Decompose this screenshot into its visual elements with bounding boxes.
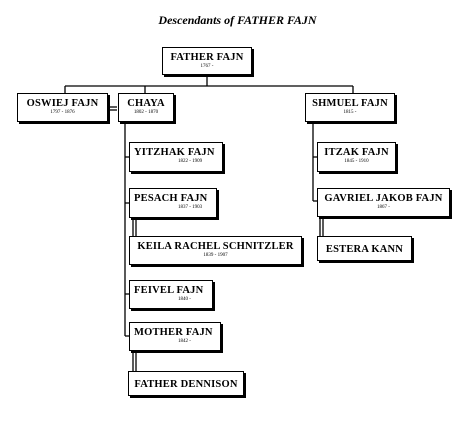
person-name: KEILA RACHEL SCHNITZLER (137, 241, 294, 252)
person-name: FATHER FAJN (170, 52, 244, 63)
person-name: FEIVEL FAJN (134, 285, 204, 296)
person-box-estera-kann[interactable]: ESTERA KANN (317, 236, 412, 261)
person-name: SHMUEL FAJN (312, 98, 388, 109)
person-box-feivel-fajn[interactable]: FEIVEL FAJN 1840 - (129, 280, 213, 309)
person-name: OSWIEJ FAJN (26, 98, 99, 109)
person-name: ITZAK FAJN (324, 147, 389, 158)
person-name: FATHER DENNISON (134, 379, 238, 390)
person-name: MOTHER FAJN (134, 327, 213, 338)
person-name: PESACH FAJN (134, 193, 208, 204)
person-name: CHAYA (127, 98, 165, 109)
person-dates: 1837 - 1903 (178, 205, 203, 210)
person-dates: 1822 - 1909 (178, 159, 203, 164)
person-box-oswiej-fajn[interactable]: OSWIEJ FAJN 1797 - 1876 (17, 93, 108, 122)
person-dates: 1767 - (200, 64, 214, 69)
person-name: ESTERA KANN (325, 244, 404, 255)
person-box-father-dennison[interactable]: FATHER DENNISON (128, 371, 244, 396)
person-dates: 1839 - 1907 (203, 253, 228, 258)
person-dates: 1867 - (377, 205, 390, 210)
person-box-keila-rachel-schnitzler[interactable]: KEILA RACHEL SCHNITZLER 1839 - 1907 (129, 236, 302, 265)
person-dates: 1815 - (343, 110, 357, 115)
person-box-gavriel-jakob-fajn[interactable]: GAVRIEL JAKOB FAJN 1867 - (317, 188, 450, 217)
person-box-pesach-fajn[interactable]: PESACH FAJN 1837 - 1903 (129, 188, 217, 218)
person-name: YITZHAK FAJN (134, 147, 215, 158)
person-box-mother-fajn[interactable]: MOTHER FAJN 1842 - (129, 322, 221, 351)
person-box-chaya[interactable]: CHAYA 1802 - 1870 (118, 93, 174, 122)
person-name: GAVRIEL JAKOB FAJN (324, 193, 443, 204)
person-dates: 1842 - (178, 339, 191, 344)
person-box-father-fajn[interactable]: FATHER FAJN 1767 - (162, 47, 252, 75)
person-box-yitzhak-fajn[interactable]: YITZHAK FAJN 1822 - 1909 (129, 142, 223, 172)
person-dates: 1840 - (178, 297, 191, 302)
person-box-itzak-fajn[interactable]: ITZAK FAJN 1845 - 1910 (317, 142, 396, 172)
person-box-shmuel-fajn[interactable]: SHMUEL FAJN 1815 - (305, 93, 395, 122)
chart-title: Descendants of FATHER FAJN (158, 13, 317, 27)
person-dates: 1797 - 1876 (50, 110, 75, 115)
person-dates: 1845 - 1910 (344, 159, 369, 164)
person-dates: 1802 - 1870 (133, 110, 159, 115)
